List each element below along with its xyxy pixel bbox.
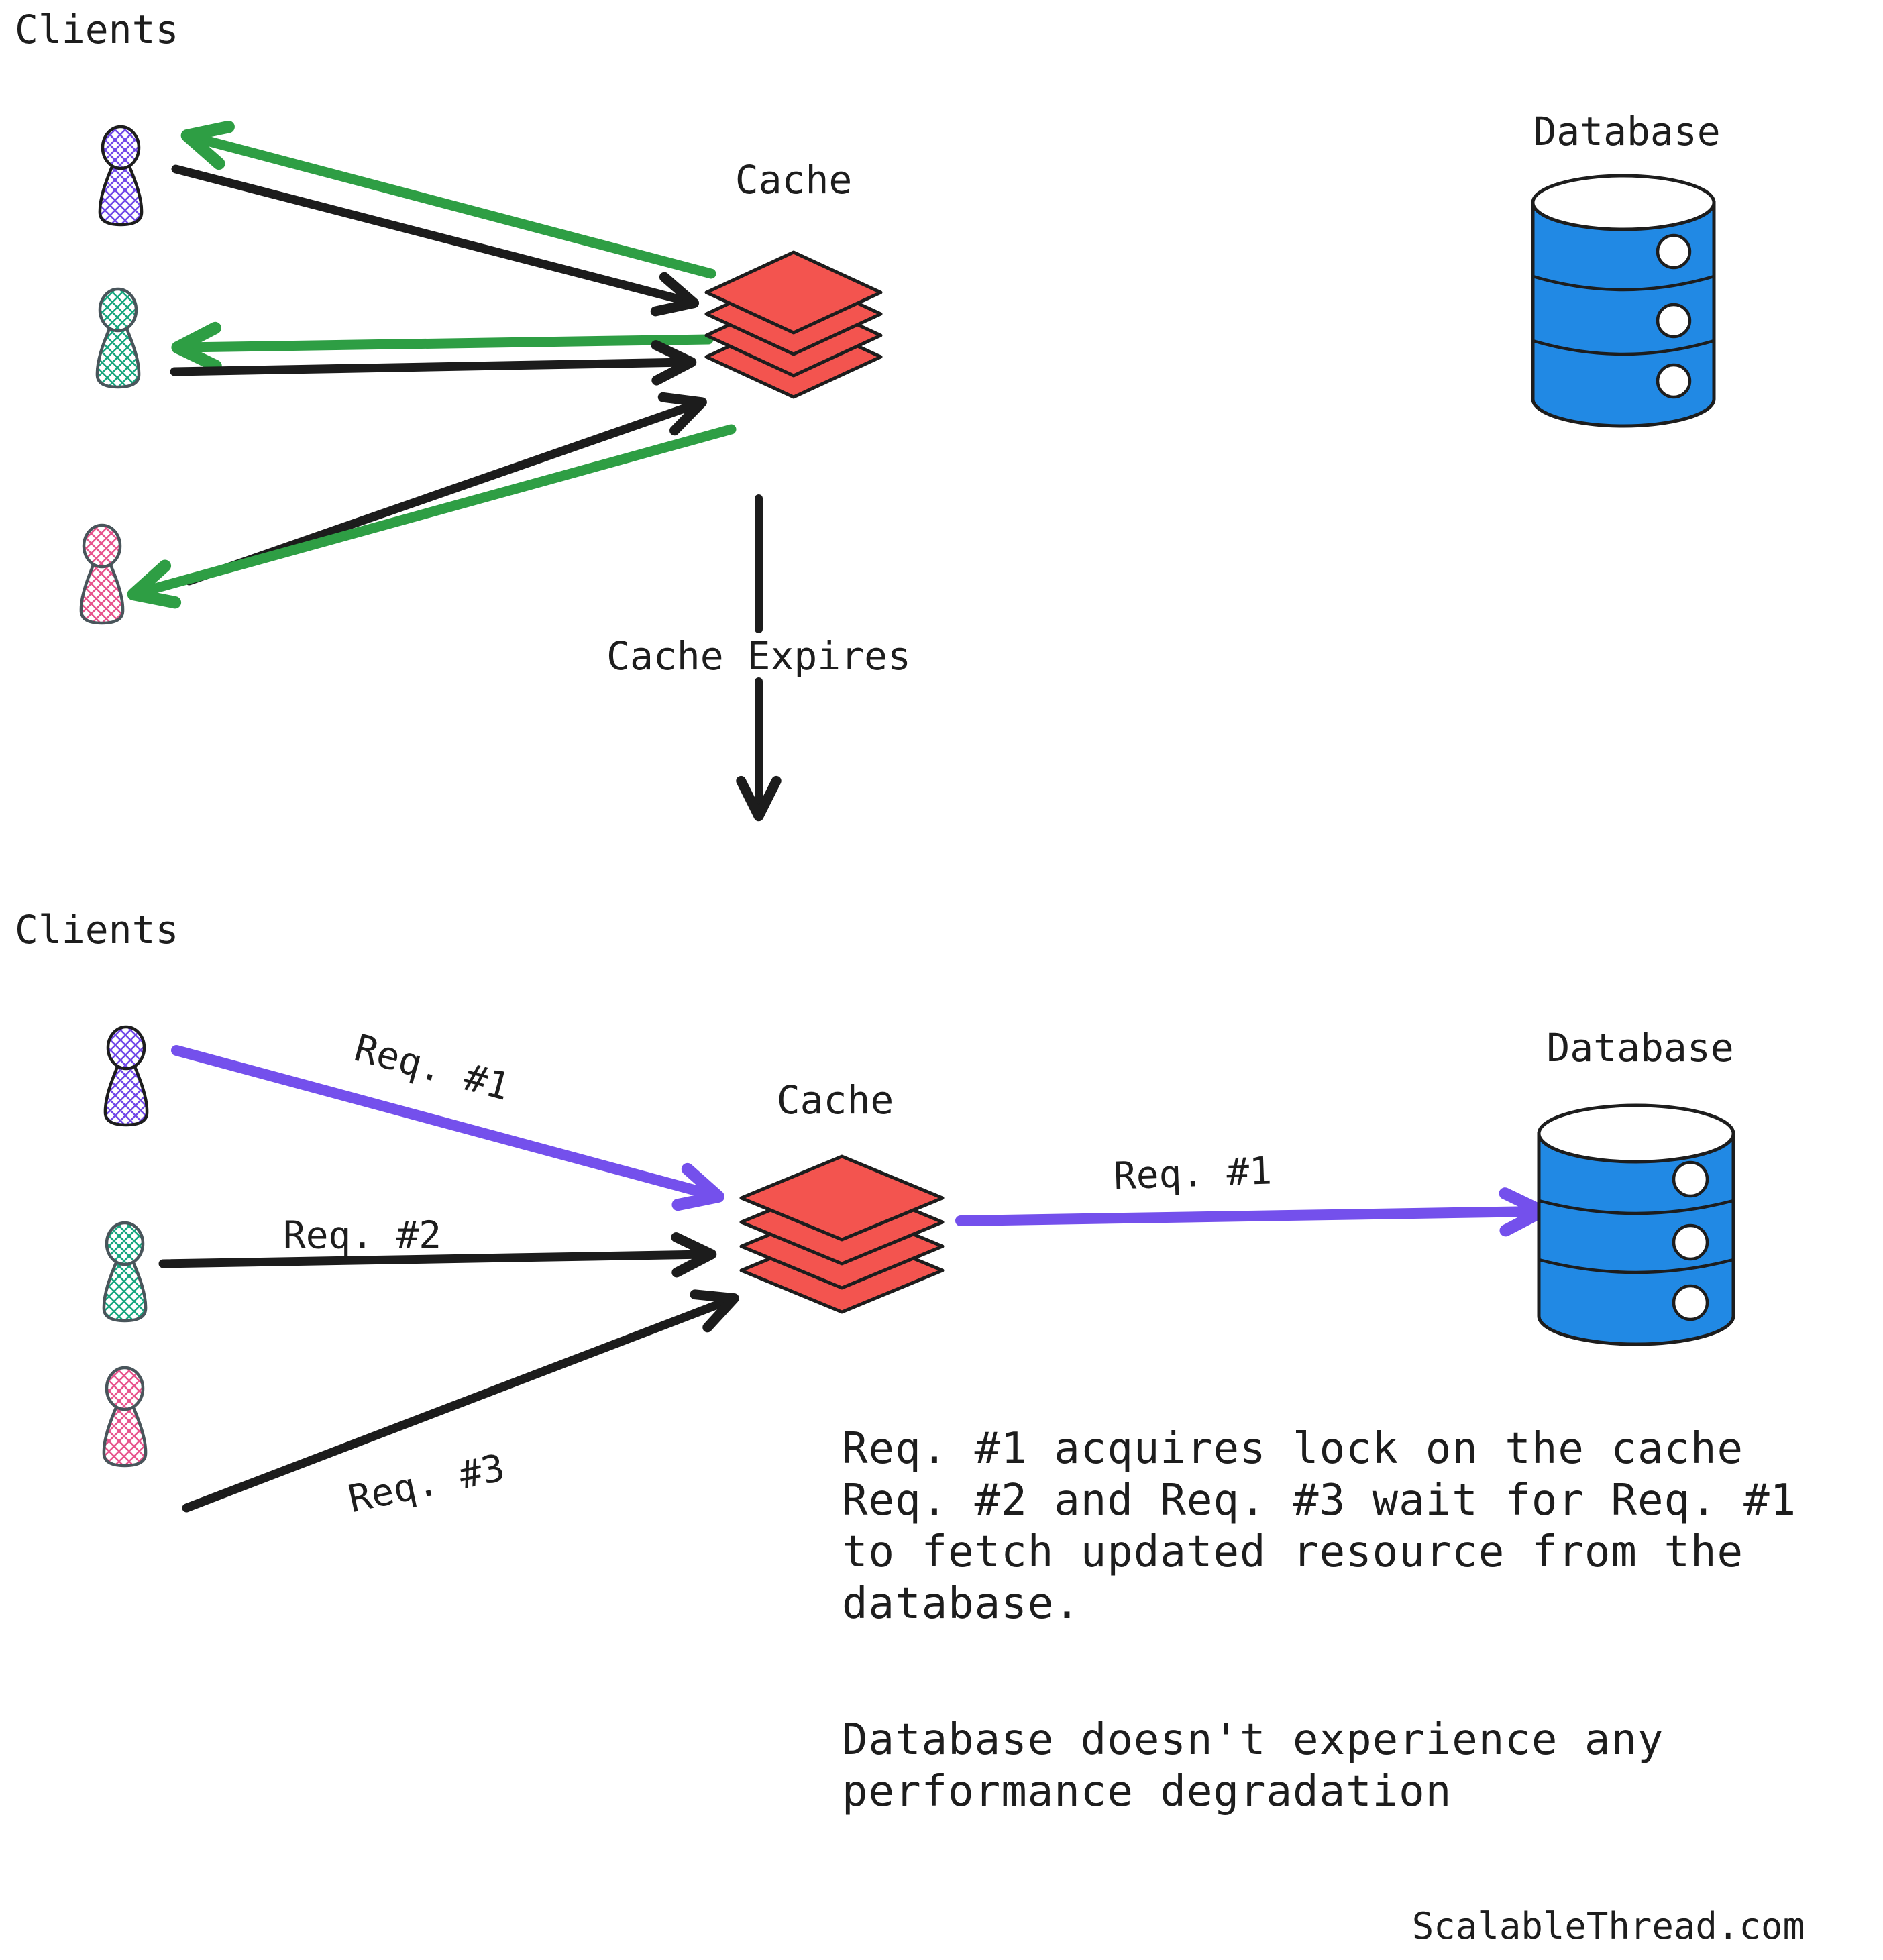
top-cache-label: Cache	[735, 157, 853, 203]
top-clients-label: Clients	[15, 7, 179, 52]
database-divider	[1538, 1258, 1734, 1274]
arrow-black-req3-to-cache	[182, 1289, 739, 1513]
database-top-ellipse	[1537, 1103, 1735, 1164]
req2-arrow-label: Req. #2	[282, 1213, 442, 1258]
bottom-cache-label: Cache	[776, 1077, 894, 1123]
cache-icon-top	[704, 250, 883, 399]
database-divider	[1532, 274, 1715, 292]
arrow-green-cache-to-client2	[171, 321, 714, 372]
database-indicator	[1672, 1223, 1709, 1261]
database-icon-bottom	[1537, 1103, 1735, 1346]
cache-layer	[739, 1154, 945, 1242]
database-divider	[1538, 1199, 1734, 1215]
client-icon-pink-top	[81, 525, 123, 623]
database-divider	[1532, 339, 1715, 356]
bottom-request-arrows	[158, 1045, 1549, 1513]
watermark-site-name: ScalableThread.com	[1411, 1905, 1805, 1947]
bottom-database-label: Database	[1546, 1025, 1734, 1071]
database-top-ellipse	[1531, 174, 1716, 231]
note-lock-text: Req. #1 acquires lock on the cache Req. …	[842, 1424, 1797, 1629]
cache-layer	[704, 250, 883, 335]
client-icon-teal-top	[97, 289, 139, 387]
database-indicator	[1656, 303, 1692, 339]
database-indicator	[1656, 363, 1692, 399]
req1-db-arrow-label: Req. #1	[1112, 1149, 1273, 1199]
note-database-text: Database doesn't experience any performa…	[842, 1715, 1664, 1816]
arrow-green-cache-to-client3	[127, 424, 737, 609]
arrow-purple-req1-to-database	[955, 1187, 1549, 1237]
cache-icon-bottom	[739, 1154, 945, 1314]
database-indicator	[1672, 1160, 1709, 1198]
client-icon-purple-top	[100, 127, 142, 225]
database-indicator	[1672, 1284, 1709, 1321]
arrow-black-req2-to-cache	[158, 1232, 717, 1278]
arrow-black-client2-to-cache	[170, 340, 697, 386]
database-icon-top	[1531, 174, 1716, 428]
client-icon-pink-bottom	[104, 1368, 146, 1466]
database-indicator	[1656, 233, 1692, 270]
top-database-label: Database	[1533, 109, 1721, 154]
client-icon-purple-bottom	[105, 1027, 147, 1125]
arrow-purple-req1-to-cache	[171, 1045, 724, 1211]
arrow-black-client1-to-cache	[171, 164, 700, 317]
client-icon-teal-bottom	[104, 1223, 146, 1321]
bottom-clients-label: Clients	[15, 907, 179, 952]
arrow-green-cache-to-client1	[180, 120, 716, 279]
top-request-arrows	[127, 120, 737, 609]
cache-expires-label: Cache Expires	[606, 633, 911, 679]
